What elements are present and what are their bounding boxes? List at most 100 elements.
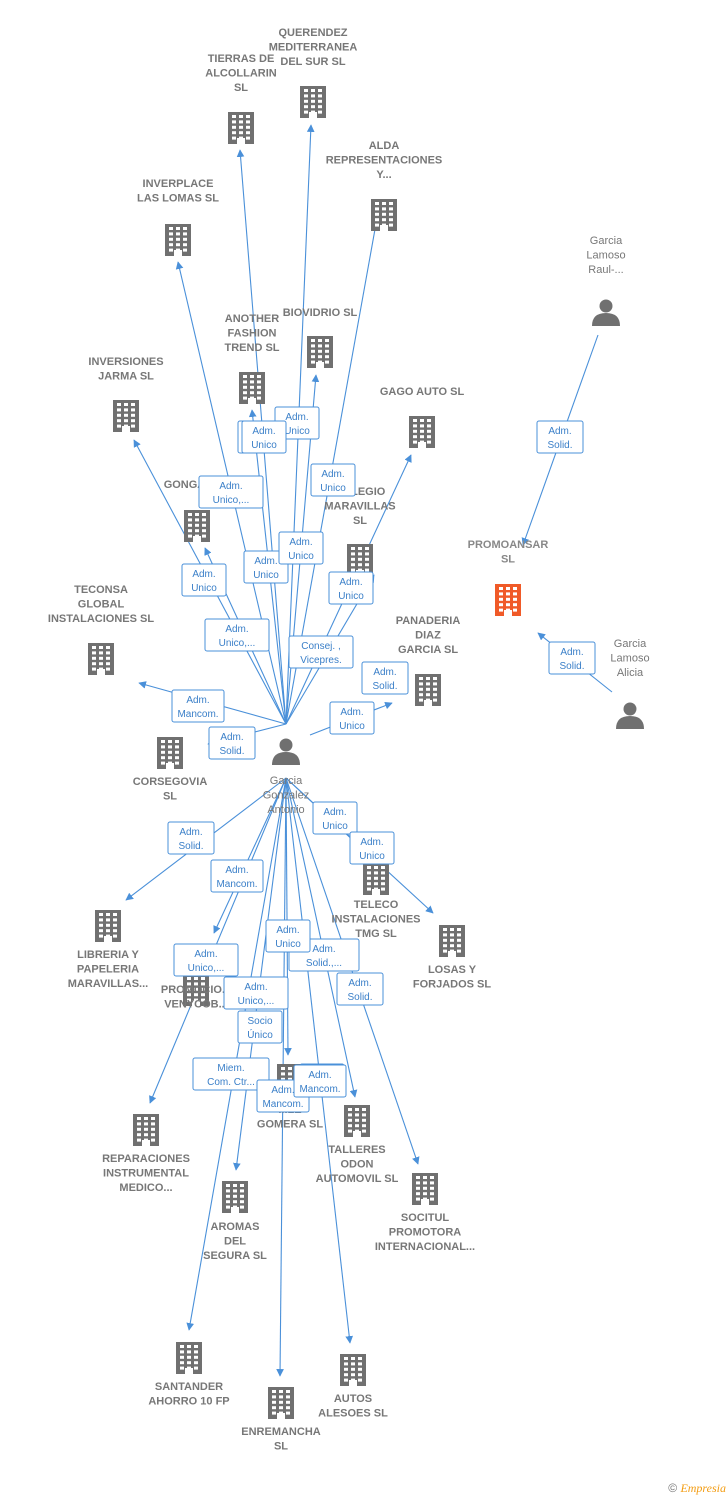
edge-label-box	[167, 821, 215, 855]
building-window	[304, 94, 308, 98]
node-label: VENYCOB...	[164, 999, 228, 1011]
node-biovidrio[interactable]: BIOVIDRIO SL	[283, 307, 358, 368]
footer-brand[interactable]: © Empresia	[668, 1481, 726, 1496]
edge-label-text: Socio	[247, 1016, 272, 1027]
building-window	[351, 547, 355, 550]
edge-label-extra[interactable]: Adm.Unico	[265, 919, 311, 953]
edge-label-extra[interactable]: Adm.Unico	[278, 531, 324, 565]
node-label: PAPELERIA	[77, 964, 139, 976]
edge-label-text: Adm.	[194, 949, 217, 960]
building-window	[246, 115, 250, 118]
edge-label-extra[interactable]: Adm.Unico	[328, 571, 374, 605]
edge-label-alda[interactable]: Adm.Unico	[310, 463, 356, 497]
building-window	[286, 1390, 290, 1393]
building-window	[423, 1181, 427, 1185]
edge-label-inversiones[interactable]: Adm.Unico,...	[198, 475, 264, 509]
building-window	[243, 396, 247, 400]
building-window	[99, 662, 103, 666]
edge-label-colegio[interactable]: Consej. ,Vicepres.	[288, 635, 354, 669]
building-window	[419, 682, 423, 686]
edge-label-santander[interactable]: Miem.Com. Ctr...	[192, 1057, 270, 1091]
node-gago[interactable]: GAGO AUTO SL	[380, 386, 465, 448]
building-window	[187, 1350, 191, 1354]
building-window	[117, 403, 121, 406]
building-window	[243, 391, 247, 395]
building-window	[232, 115, 236, 118]
building-window	[318, 339, 322, 342]
node-label: INSTALACIONES	[331, 914, 420, 926]
edge-label-extra[interactable]: Adm.Solid.	[361, 661, 409, 695]
edge-label-corsegovia[interactable]: Adm.Solid.	[208, 726, 256, 760]
edge-label-extra[interactable]: Adm.Mancom.	[293, 1064, 347, 1098]
building-window	[194, 1350, 198, 1354]
building-door	[418, 442, 426, 448]
edge-label-text: Adm.	[252, 426, 275, 437]
node-alda[interactable]: ALDAREPRESENTACIONESY...	[326, 140, 443, 231]
edge-label-losas[interactable]: Adm.Unico	[349, 831, 395, 865]
edge-label-extra[interactable]: Adm.Unico	[241, 420, 287, 454]
node-garcia_raul[interactable]: GarciaLamosoRaul-...	[586, 235, 626, 326]
edge-label-promoansar[interactable]: Adm.Solid.	[548, 641, 596, 675]
node-reparaciones[interactable]: REPARACIONESINSTRUMENTALMEDICO...	[102, 1114, 190, 1194]
node-promocio[interactable]: PROMOCIO...VENYCOB...	[161, 974, 231, 1011]
building-window	[325, 349, 329, 353]
building-window	[144, 1117, 148, 1120]
building-window	[318, 349, 322, 353]
edge-label-box	[265, 919, 311, 953]
edge-label-gongara[interactable]: Adm.Unico	[181, 563, 227, 597]
edge-label-box	[173, 943, 239, 977]
building-window	[183, 227, 187, 230]
building-icon	[268, 1387, 294, 1419]
building-window	[513, 587, 517, 590]
building-window	[286, 1411, 290, 1415]
edge-label-libreria[interactable]: Adm.Solid.	[167, 821, 215, 855]
edge-label-teconsa[interactable]: Adm.Mancom.	[171, 689, 225, 723]
edge-label-panaderia[interactable]: Adm.Unico	[329, 701, 375, 735]
node-label: Raul-...	[588, 264, 623, 276]
building-window	[348, 1113, 352, 1117]
node-label: QUERENDEZ	[278, 27, 347, 39]
building-window	[226, 1194, 230, 1198]
node-label: INTERNACIONAL...	[375, 1241, 475, 1253]
building-window	[151, 1117, 155, 1120]
edge-label-socitul[interactable]: Adm.Solid.	[336, 972, 384, 1006]
edge-label-extra[interactable]: Adm.Unico,...	[204, 618, 270, 652]
building-window	[499, 597, 503, 601]
edge-label-promoansar[interactable]: Adm.Solid.	[536, 420, 584, 454]
edge-label-text: Unico	[359, 851, 385, 862]
node-socitul[interactable]: SOCITULPROMOTORAINTERNACIONAL...	[375, 1173, 475, 1253]
node-label: SANTANDER	[155, 1381, 223, 1393]
building-window	[318, 355, 322, 359]
edge-label-gago[interactable]: Adm.Unico	[243, 550, 289, 584]
building-window	[117, 413, 121, 417]
edge-label-promocio[interactable]: Adm.Mancom.	[210, 859, 264, 893]
building-window	[382, 207, 386, 211]
edge-label-teleco[interactable]: Adm.Unico	[312, 801, 358, 835]
person-head	[623, 702, 637, 716]
node-label: TREND SL	[225, 342, 280, 354]
building-window	[457, 944, 461, 948]
edge-label-aromas[interactable]: Adm.Unico,...	[223, 976, 289, 1010]
edge-label-reparaciones[interactable]: Adm.Unico,...	[173, 943, 239, 977]
node-libreria[interactable]: LIBRERIA YPAPELERIAMARAVILLAS...	[68, 910, 148, 990]
